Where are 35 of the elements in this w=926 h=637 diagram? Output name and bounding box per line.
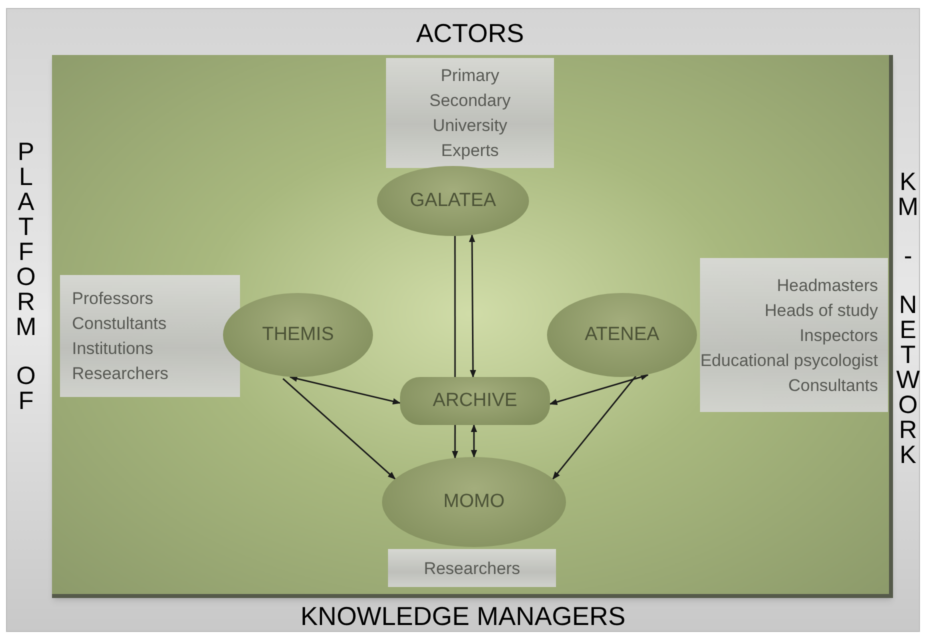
node-label: ARCHIVE bbox=[432, 388, 518, 413]
actor-list-panel bbox=[388, 549, 556, 587]
vertical-axis-title: KM - NETWORK bbox=[895, 170, 921, 468]
node-label: GALATEA bbox=[410, 188, 496, 213]
list-item: Primary bbox=[440, 65, 500, 87]
arrow bbox=[452, 425, 458, 459]
vertical-axis-title: PLATFORM OF bbox=[14, 140, 38, 414]
node-label: ATENEA bbox=[584, 322, 660, 347]
actor-list-panel bbox=[700, 258, 888, 412]
list-item: Inspectors bbox=[800, 324, 878, 346]
list-item: Headmasters bbox=[776, 274, 878, 296]
list-item: Experts bbox=[441, 140, 499, 162]
list-item: Constultants bbox=[72, 313, 166, 335]
process-pill bbox=[400, 377, 550, 425]
arrow bbox=[470, 424, 478, 458]
list-item: Secondary bbox=[429, 90, 511, 112]
node-label: THEMIS bbox=[262, 322, 334, 347]
list-item: Researchers bbox=[72, 363, 168, 385]
axis-title: ACTORS bbox=[415, 18, 525, 48]
node-label: MOMO bbox=[443, 490, 505, 514]
list-item: Researchers bbox=[424, 558, 520, 580]
actor-list-panel bbox=[386, 58, 554, 168]
arrow bbox=[282, 378, 396, 480]
arrow bbox=[552, 376, 637, 480]
actor-list-panel bbox=[60, 275, 240, 397]
list-item: Educational psycologist bbox=[700, 350, 878, 372]
arrow bbox=[289, 376, 401, 404]
list-item: University bbox=[432, 115, 508, 137]
list-item: Heads of study bbox=[764, 300, 878, 322]
arrow bbox=[468, 234, 476, 378]
list-item: Institutions bbox=[72, 338, 154, 360]
arrow bbox=[549, 374, 649, 405]
list-item: Consultants bbox=[788, 374, 878, 396]
list-item: Professors bbox=[72, 288, 154, 310]
axis-title: KNOWLEDGE MANAGERS bbox=[299, 601, 627, 631]
